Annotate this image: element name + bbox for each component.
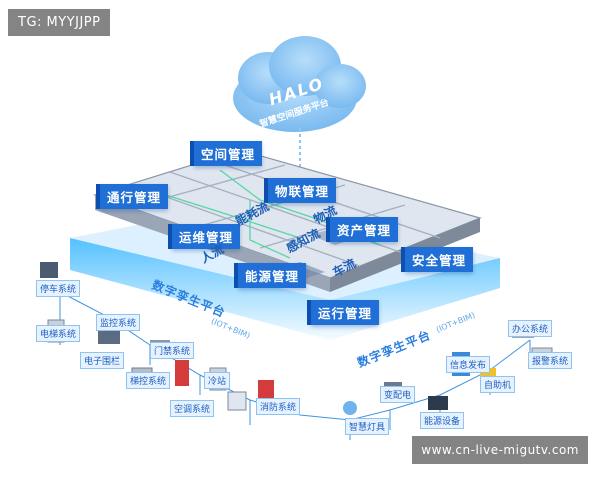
device-energy: 能源设备: [420, 412, 465, 429]
device-door: 门禁系统: [150, 342, 195, 359]
device-kiosk: 自助机: [480, 376, 516, 393]
device-monitor: 监控系统: [96, 314, 141, 331]
cloud-icon: [233, 36, 366, 175]
module-space: 空间管理: [189, 141, 263, 166]
module-ops: 运维管理: [167, 224, 241, 249]
device-lighting: 智慧灯具: [345, 418, 390, 435]
device-info-release: 信息发布: [446, 356, 491, 373]
device-lift-control: 梯控系统: [126, 372, 171, 389]
device-office: 办公系统: [508, 320, 553, 337]
module-asset: 资产管理: [325, 217, 399, 242]
device-power: 变配电: [380, 386, 416, 403]
device-hvac: 空调系统: [170, 400, 215, 417]
module-security: 安全管理: [400, 247, 474, 272]
watermark-bottom-right: www.cn-live-migutv.com: [412, 436, 588, 464]
module-iot: 物联管理: [263, 178, 337, 203]
module-operation: 运行管理: [306, 300, 380, 325]
device-fence: 电子围栏: [80, 352, 125, 369]
device-alarm: 报警系统: [528, 352, 573, 369]
watermark-top-left: TG: MYYJJPP: [8, 9, 111, 36]
device-chiller: 冷站: [204, 372, 231, 389]
module-access: 通行管理: [95, 184, 169, 209]
module-energy: 能源管理: [233, 263, 307, 288]
device-parking: 停车系统: [36, 280, 81, 297]
device-elevator: 电梯系统: [36, 325, 81, 342]
device-fire: 消防系统: [256, 398, 301, 415]
